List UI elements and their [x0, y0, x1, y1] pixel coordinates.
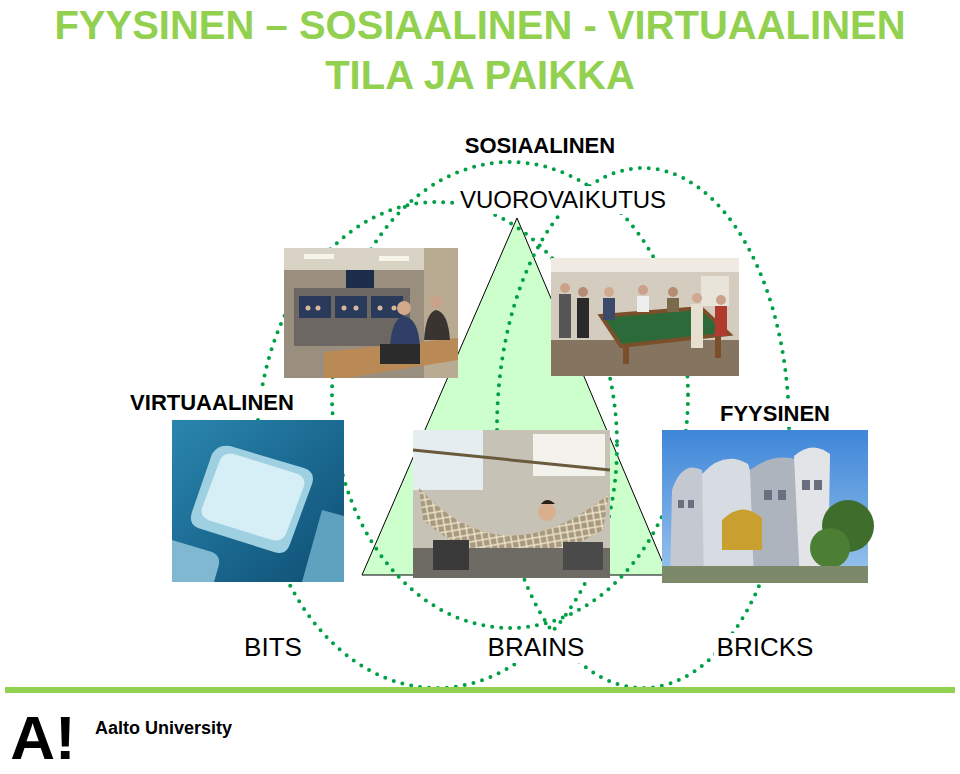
keyword-label: BRAINS: [485, 633, 588, 663]
footer-bar: [5, 687, 955, 693]
pool-table-photo: [551, 258, 739, 376]
keyboard-key-photo: [172, 420, 344, 582]
dotted-ellipse: VIRTUAALINEN: [255, 200, 619, 690]
logo-mark: A!: [7, 707, 78, 769]
videoconference-photo: [284, 248, 458, 378]
triangle-outline: [362, 218, 668, 575]
keyword-label: BRICKS: [714, 633, 817, 663]
ellipse-outline: [255, 200, 619, 690]
hammock-photo: [413, 430, 610, 578]
keyword-label: BITS: [241, 633, 305, 663]
building-photo: [662, 430, 874, 583]
region-label: VIRTUAALINEN: [127, 390, 297, 415]
dotted-ellipse: FYYSINEN: [495, 166, 791, 690]
region-label: FYYSINEN: [717, 401, 833, 426]
region-label: SOSIAALINEN: [462, 133, 618, 158]
logo-text: Aalto University: [92, 718, 235, 739]
ellipse-outline: [495, 166, 791, 690]
ellipse-outline: [330, 160, 690, 630]
slide-title: FYYSINEN – SOSIAALINEN - VIRTUAALINEN TI…: [5, 0, 955, 100]
triangle-shape: VUOROVAIKUTUS: [362, 218, 668, 575]
interaction-label: VUOROVAIKUTUS: [457, 186, 669, 214]
dotted-ellipse: SOSIAALINEN: [330, 160, 690, 630]
